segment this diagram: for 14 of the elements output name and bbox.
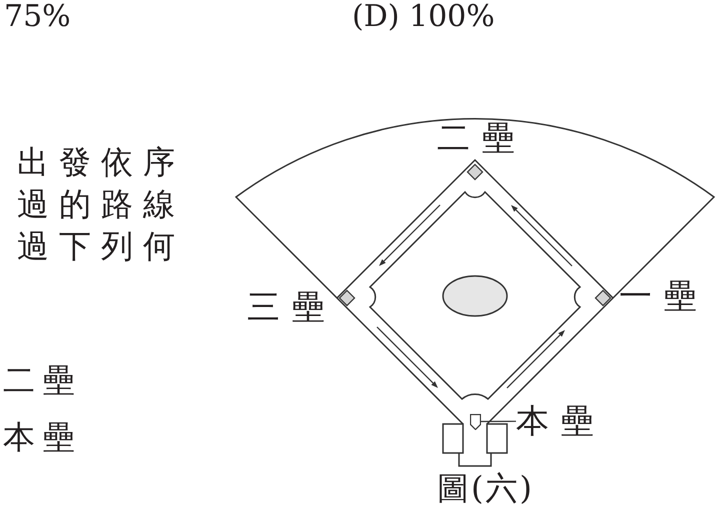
- question-text: 出發依序: [17, 145, 175, 180]
- question-text: 過的路線: [17, 187, 175, 222]
- answer-option: 75%: [4, 0, 71, 33]
- answer-option: 二壘: [3, 363, 75, 398]
- answer-option: (D) 100%: [352, 0, 495, 33]
- figure-caption: 圖(六): [437, 471, 532, 506]
- leader-line: [480, 420, 516, 422]
- base-label: 一壘: [619, 278, 697, 314]
- question-text: 過下列何: [17, 229, 175, 264]
- home-plate: [470, 414, 480, 430]
- base-label: 本壘: [516, 403, 594, 440]
- base-label: 三壘: [247, 289, 325, 326]
- base-label: 二壘: [437, 120, 515, 156]
- answer-option: 本壘: [3, 420, 75, 456]
